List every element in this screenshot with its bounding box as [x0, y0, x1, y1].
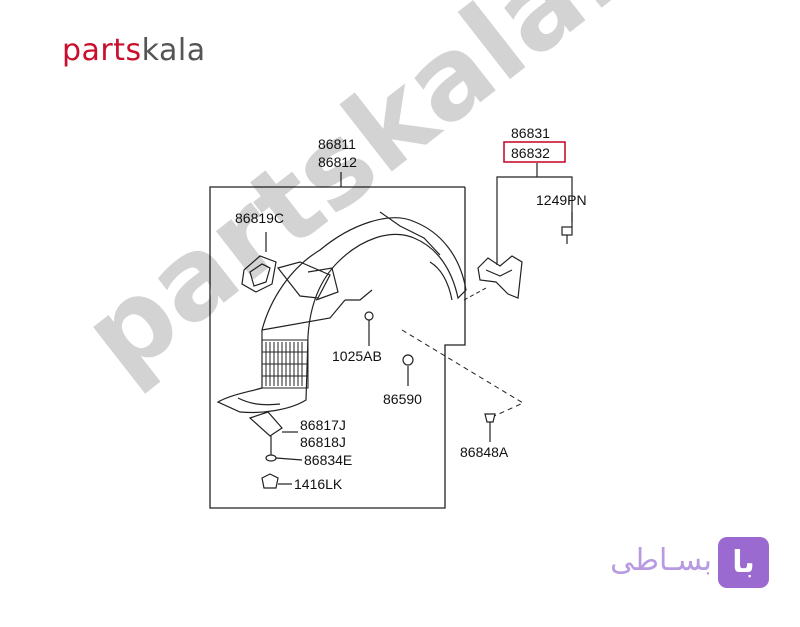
label-1249pn: 1249PN	[536, 192, 587, 208]
label-86848a: 86848A	[460, 444, 509, 460]
label-86831: 86831	[511, 125, 550, 141]
label-1416lk: 1416LK	[294, 476, 343, 492]
part-86817j-shape	[248, 411, 298, 437]
part-86819c-shape	[241, 232, 277, 293]
fastener-86834e	[265, 436, 303, 462]
partskala-logo: partskala	[62, 36, 206, 66]
fender-liner	[216, 211, 467, 414]
main-frame	[209, 186, 466, 509]
label-86818j: 86818J	[300, 434, 346, 450]
label-1025ab: 1025AB	[332, 348, 382, 364]
label-86811: 86811	[318, 136, 356, 152]
fastener-1025ab	[364, 311, 374, 346]
label-86834e: 86834E	[304, 452, 352, 468]
fastener-86590	[402, 354, 414, 386]
label-86819c: 86819C	[235, 210, 284, 226]
dashed-leader-mudguard	[463, 287, 487, 301]
fastener-1416lk	[261, 473, 292, 489]
fender-grille	[261, 339, 309, 389]
highlight-box-86832	[503, 141, 566, 163]
partner-logo-text: بسـاطی	[610, 543, 712, 578]
label-86812: 86812	[318, 154, 357, 170]
dashed-leader-86848a	[401, 329, 525, 419]
fastener-1249pn	[561, 212, 573, 244]
mudguard-shape	[477, 255, 523, 299]
logo-part-1: parts	[62, 33, 142, 68]
fastener-86848a	[484, 413, 496, 442]
logo-part-2: kala	[141, 33, 206, 68]
partner-logo-box: با	[718, 537, 769, 588]
label-86832: 86832	[511, 145, 550, 161]
label-86590: 86590	[383, 391, 422, 407]
mudguard-frame	[496, 176, 573, 265]
label-86817j: 86817J	[300, 417, 346, 433]
